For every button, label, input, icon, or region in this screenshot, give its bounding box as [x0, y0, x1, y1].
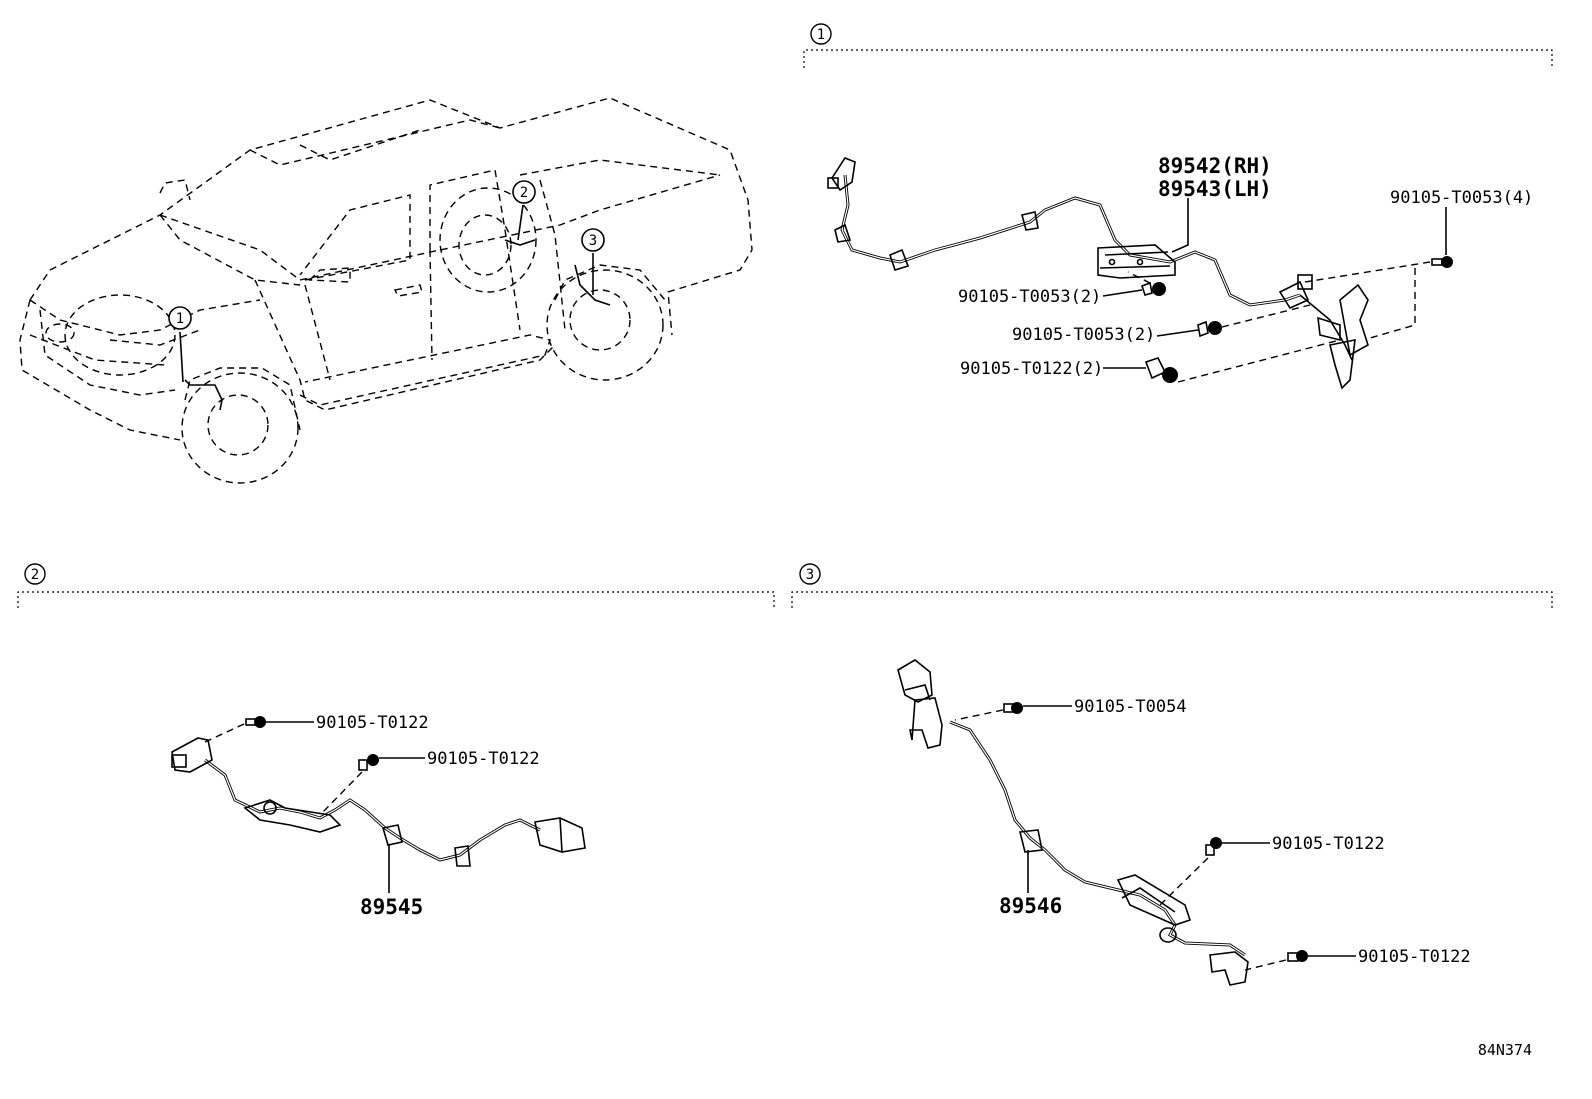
rear-speed-sensor-89546: [897, 659, 1249, 986]
bolt-90105-t0054: 90105-T0054: [954, 697, 1187, 721]
truck-illustration: [19, 97, 753, 484]
svg-text:90105-T0122: 90105-T0122: [1358, 947, 1471, 967]
svg-text:90105-T0053(2): 90105-T0053(2): [958, 287, 1101, 307]
bolt-90105-t0122-upper: 90105-T0122: [204, 713, 429, 743]
bolt-90105-t0122-lower: 90105-T0122: [319, 749, 540, 816]
section-1-number: 1: [817, 27, 825, 43]
section-3-number: 3: [806, 567, 814, 583]
section-3: 3 89546 90105-T0054: [791, 563, 1553, 986]
section-1: 1 8: [803, 23, 1553, 390]
bolt-90105-t0122-mid: 90105-T0122: [1159, 834, 1385, 906]
part-number-89546: 89546: [999, 894, 1062, 918]
svg-text:90105-T0122(2): 90105-T0122(2): [960, 359, 1103, 379]
svg-text:90105-T0054: 90105-T0054: [1074, 697, 1187, 717]
svg-text:2: 2: [520, 185, 528, 201]
section-3-bracket: [791, 591, 1553, 608]
bolt-90105-t0053-2-lower: 90105-T0053(2): [1012, 304, 1311, 345]
front-speed-sensor-89542: [827, 157, 1369, 390]
svg-text:90105-T0053(2): 90105-T0053(2): [1012, 325, 1155, 345]
bolt-90105-t0053-2-upper: 90105-T0053(2): [958, 271, 1166, 307]
section-1-bracket: [803, 49, 1553, 68]
rear-speed-sensor-89545: [171, 737, 586, 867]
svg-text:1: 1: [176, 311, 184, 327]
diagram-code: 84N374: [1478, 1041, 1532, 1059]
part-number-89543-lh: 89543(LH): [1158, 177, 1272, 201]
section-2-badge: [24, 563, 46, 585]
part-number-89545: 89545: [360, 895, 423, 919]
section-3-badge: [799, 563, 821, 585]
part-number-89542-rh: 89542(RH): [1158, 154, 1272, 178]
callout-3-vehicle: 3: [581, 228, 605, 295]
svg-text:90105-T0122: 90105-T0122: [1272, 834, 1385, 854]
callout-2-vehicle: 2: [512, 180, 536, 241]
section-2: 2 89545 90105-T0122: [17, 563, 775, 919]
svg-text:90105-T0053(4): 90105-T0053(4): [1390, 188, 1533, 208]
svg-text:90105-T0122: 90105-T0122: [316, 713, 429, 733]
bolt-90105-t0122-2: 90105-T0122(2): [960, 339, 1341, 383]
section-2-number: 2: [31, 567, 39, 583]
svg-text:3: 3: [589, 233, 597, 249]
callout-1-vehicle: 1: [168, 306, 192, 383]
svg-text:90105-T0122: 90105-T0122: [427, 749, 540, 769]
bolt-90105-t0122-bottom: 90105-T0122: [1244, 947, 1471, 971]
section-1-badge: [810, 23, 832, 45]
section-2-bracket: [17, 591, 775, 608]
bolt-90105-t0053-4: 90105-T0053(4): [1304, 188, 1533, 339]
